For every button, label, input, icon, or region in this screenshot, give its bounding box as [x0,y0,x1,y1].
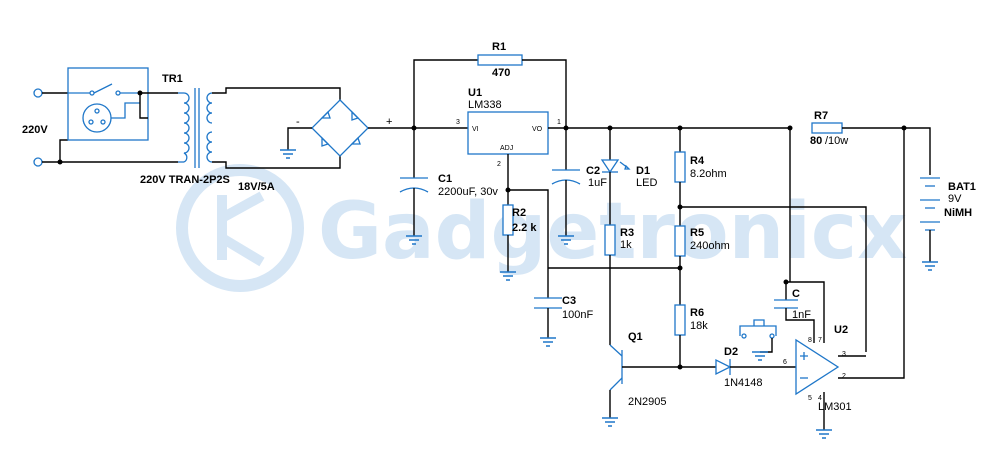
d1-name: D1 [636,165,650,177]
d1-value: LED [636,177,657,189]
r3-value: 1k [620,239,632,251]
transistor-q1: Q1 2N2905 [602,331,716,427]
r4-name: R4 [690,155,705,167]
transformer-tr1: TR1 220V TRAN-2P2S 18V/5A [140,73,275,193]
r7-name: R7 [814,110,828,122]
u2-pin-6: 6 [783,359,787,366]
watermark: Gadgetronicx [176,164,907,292]
c3-value: 100nF [562,309,593,321]
r1-name: R1 [492,41,506,53]
r6-value: 18k [690,320,708,332]
u2-pin-7: 7 [818,337,822,344]
u2-value: LM301 [818,401,852,413]
u1-vi-label: VI [472,126,479,133]
u2-pin-2: 2 [842,373,846,380]
capacitor-c1: C1 2200uF, 30v [399,128,498,245]
diode-d2: D2 1N4148 [715,346,796,389]
mains-input [33,88,178,167]
r2-value: 2.2 k [512,222,537,234]
c-value: 1nF [792,309,811,321]
u2-pin-4: 4 [818,395,822,402]
mains-terminal-2[interactable] [33,157,43,167]
capacitor-c: C 1nF [774,281,825,343]
u1-pin-out: 1 [557,119,561,126]
bridge-minus: - [296,116,300,128]
c2-name: C2 [586,165,600,177]
u1-adj-label: ADJ [500,145,513,152]
resistor-r7: R7 80 /10w [789,110,931,282]
resistor-r1: R1 470 [413,41,567,128]
mains-voltage-label: 220V [22,124,48,136]
u1-value: LM338 [468,99,502,111]
u2-pin-5: 5 [808,395,812,402]
c2-value: 1uF [588,177,607,189]
regulator-u1: VI VO ADJ 3 1 2 U1 LM338 [456,87,790,190]
tr1-value: 220V TRAN-2P2S [140,174,230,186]
junction-dots [57,90,907,370]
bat-voltage: 9V [948,193,962,205]
bridge-rectifier: - + [246,87,468,169]
c3-name: C3 [562,295,576,307]
tr1-name: TR1 [162,73,183,85]
capacitor-c2: C2 1uF [551,128,607,245]
r4-value: 8.2ohm [690,168,727,180]
mains-terminal-1[interactable] [33,88,43,98]
capacitor-c3: C3 100nF [534,267,680,347]
battery-bat1: BAT1 9V NiMH [920,177,976,271]
q1-name: Q1 [628,331,643,343]
divider-network: R4 8.2ohm R5 240ohm R6 18k [674,128,867,367]
u1-pin-in: 3 [456,119,460,126]
resistor-r2: R2 2.2 k [500,189,549,281]
bat-type: NiMH [944,207,972,219]
mains-switch-socket: 220V [22,67,178,141]
bat-name: BAT1 [948,181,976,193]
u2-name: U2 [834,324,848,336]
r1-value: 470 [492,67,510,79]
reset-switch[interactable] [739,319,777,361]
r7-power: /10w [825,135,848,147]
u1-name: U1 [468,87,482,99]
q1-value: 2N2905 [628,396,667,408]
r5-name: R5 [690,227,704,239]
u1-vo-label: VO [532,126,543,133]
u1-pin-adj: 2 [497,161,501,168]
r2-name: R2 [512,207,526,219]
r7-value: 80 [810,135,822,147]
d2-name: D2 [724,346,738,358]
r5-value: 240ohm [690,240,730,252]
led-d1: D1 LED [600,128,657,189]
r3-name: R3 [620,227,634,239]
r6-name: R6 [690,307,704,319]
bridge-plus: + [386,116,392,128]
secondary-rating: 18V/5A [238,181,275,193]
c1-name: C1 [438,173,452,185]
opamp-u2: 8 7 6 3 2 5 4 U2 LM301 [783,128,905,439]
u2-pin-8: 8 [808,337,812,344]
resistor-r3: R3 1k [604,172,634,345]
c-name: C [792,288,800,300]
c1-value: 2200uF, 30v [438,186,498,198]
u2-pin-3: 3 [842,351,846,358]
d2-value: 1N4148 [724,377,763,389]
